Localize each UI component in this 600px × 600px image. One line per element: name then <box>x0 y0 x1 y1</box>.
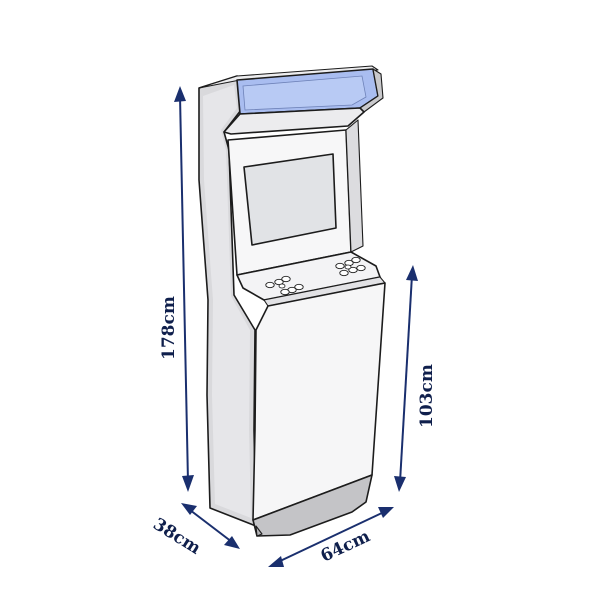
arcade-cabinet <box>198 65 386 537</box>
dimension-height: 178cm <box>159 86 194 492</box>
joystick <box>278 283 286 289</box>
dimension-control-height: 103cm <box>394 265 437 492</box>
width-arrow-start <box>268 556 284 567</box>
control-height-dimension-line <box>399 274 413 483</box>
joystick <box>344 264 352 270</box>
arcade-button <box>335 262 345 270</box>
control-height-arrow-bottom <box>394 476 406 492</box>
control-height-arrow-top <box>406 265 418 281</box>
height-arrow-top <box>174 86 186 102</box>
depth-label: 38cm <box>149 514 204 559</box>
base-front-edge <box>255 525 263 537</box>
monitor-screen <box>243 153 337 246</box>
depth-dimension-line <box>189 509 233 543</box>
width-label: 64cm <box>318 526 374 566</box>
control-height-label: 103cm <box>417 364 437 428</box>
arcade-button <box>280 288 290 296</box>
width-dimension-line <box>277 511 385 563</box>
height-dimension-line <box>179 95 189 483</box>
depth-arrow-start <box>181 503 197 515</box>
arcade-button <box>351 256 361 264</box>
arcade-button <box>265 281 275 289</box>
bezel-right-depth <box>345 119 364 253</box>
marquee-inner-shadow <box>242 75 367 111</box>
height-label: 178cm <box>159 296 179 360</box>
player-one-buttons <box>265 275 304 296</box>
width-arrow-end <box>378 507 394 518</box>
player-two-buttons <box>335 256 366 277</box>
upper-front-panel <box>223 107 365 135</box>
arcade-button <box>294 283 304 291</box>
side-panel-highlight <box>203 85 251 518</box>
depth-arrow-end <box>224 536 240 549</box>
arcade-button <box>356 264 366 272</box>
arcade-button <box>339 269 349 277</box>
arcade-button <box>281 275 291 283</box>
height-arrow-bottom <box>182 475 194 492</box>
